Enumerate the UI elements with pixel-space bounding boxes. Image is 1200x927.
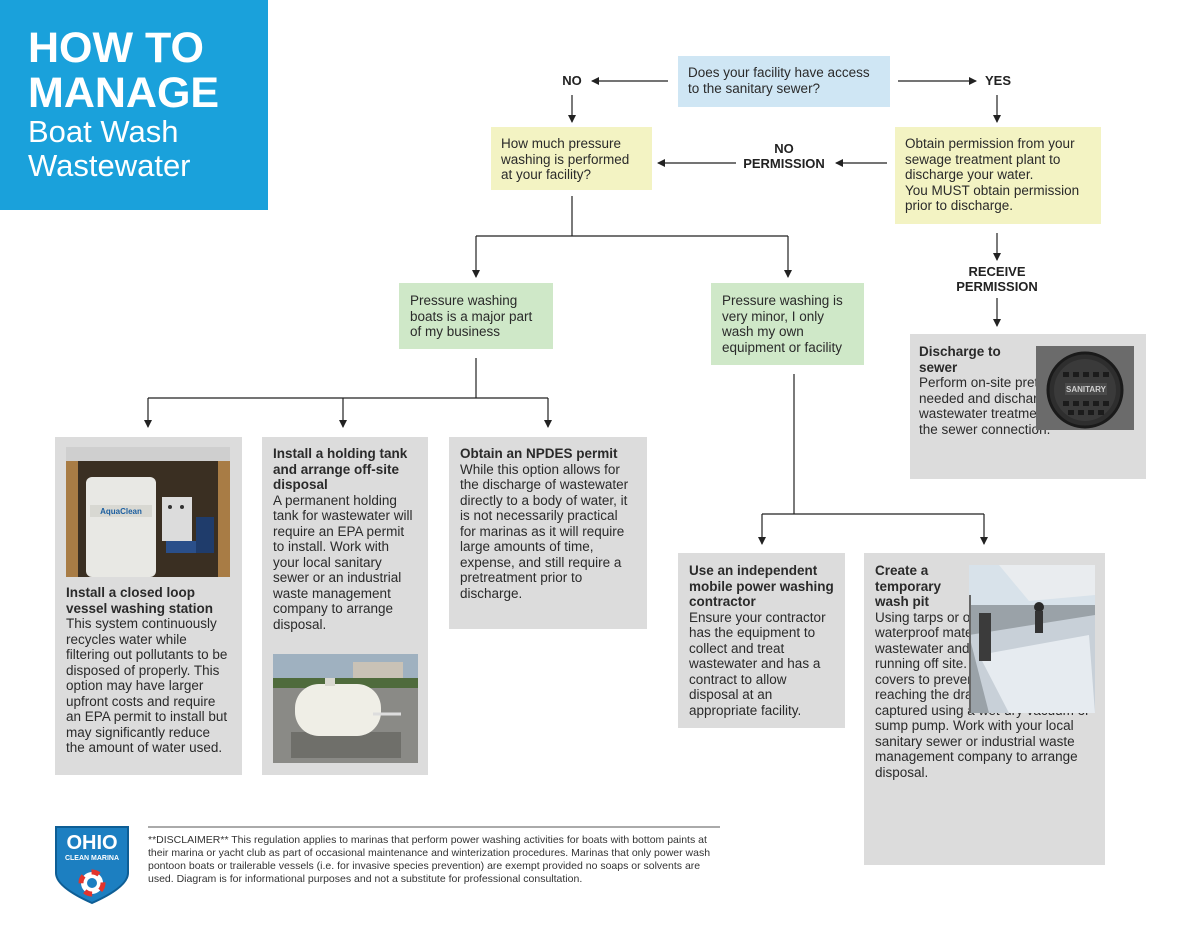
discharge-heading: Discharge to sewer xyxy=(919,344,1001,375)
npdes-body: While this option allows for the dischar… xyxy=(460,461,629,601)
question-pressure-washing-text: How much pressure washing is performed a… xyxy=(501,136,630,182)
label-receive-permission-line2: PERMISSION xyxy=(956,279,1038,294)
obtain-permission-text: Obtain permission from your sewage treat… xyxy=(905,136,1075,182)
closed-loop-photo: AquaClean xyxy=(66,447,230,577)
logo-clean-marina-text: CLEAN MARINA xyxy=(64,855,120,862)
npdes-permit-box: Obtain an NPDES permit While this option… xyxy=(449,437,647,629)
minor-washing-text: Pressure washing is very minor, I only w… xyxy=(722,293,843,355)
disclaimer-text: **DISCLAIMER** This regulation applies t… xyxy=(148,834,711,885)
title-heading: HOW TO MANAGE xyxy=(28,26,219,116)
temporary-wash-pit-box: Create a temporary wash pit Using tarps … xyxy=(864,553,1105,865)
title-line-4: Wastewater xyxy=(28,148,191,183)
question-sewer-access: Does your facility have access to the sa… xyxy=(678,56,890,107)
minor-washing-box: Pressure washing is very minor, I only w… xyxy=(711,283,864,365)
title-panel: HOW TO MANAGE Boat Wash Wastewater xyxy=(0,0,268,210)
title-line-1: HOW TO xyxy=(28,24,204,72)
manhole-cover-text: SANITARY xyxy=(1066,385,1107,394)
label-no-permission-line1: NO xyxy=(774,141,794,156)
holding-tank-box: Install a holding tank and arrange off-s… xyxy=(262,437,428,775)
title-line-2: MANAGE xyxy=(28,69,220,117)
label-yes: YES xyxy=(984,73,1011,88)
wash-pit-photo xyxy=(969,565,1095,713)
major-business-box: Pressure washing boats is a major part o… xyxy=(399,283,553,349)
holding-tank-photo xyxy=(273,654,418,763)
contractor-heading: Use an independent mobile power washing … xyxy=(689,563,834,609)
obtain-permission-box: Obtain permission from your sewage treat… xyxy=(895,127,1101,224)
mobile-contractor-box: Use an independent mobile power washing … xyxy=(678,553,845,728)
contractor-body: Ensure your contractor has the equipment… xyxy=(689,609,826,718)
holding-tank-image xyxy=(273,654,418,763)
label-no-permission: NO PERMISSION xyxy=(736,141,832,171)
closed-loop-image: AquaClean xyxy=(66,447,230,577)
discharge-to-sewer-box: Discharge to sewer SANITARY Perform on-s… xyxy=(910,334,1146,479)
label-no: NO xyxy=(562,73,582,88)
obtain-permission-required-text: You MUST obtain permission prior to disc… xyxy=(905,182,1080,214)
closed-loop-heading: Install a closed loop vessel washing sta… xyxy=(66,585,214,616)
label-receive-permission-line1: RECEIVE xyxy=(968,264,1026,279)
ohio-clean-marina-badge xyxy=(55,826,129,905)
label-receive-permission: RECEIVE PERMISSION xyxy=(940,264,1054,294)
wash-pit-heading: Create a temporary wash pit xyxy=(875,563,942,609)
holding-tank-body: A permanent holding tank for wastewater … xyxy=(273,492,413,632)
title-subheading: Boat Wash Wastewater xyxy=(28,115,191,183)
logo-ohio-text: OHIO xyxy=(66,832,118,854)
wash-pit-image xyxy=(969,565,1095,713)
label-no-permission-line2: PERMISSION xyxy=(743,156,825,171)
question-pressure-washing: How much pressure washing is performed a… xyxy=(491,127,652,190)
closed-loop-body: This system continuously recycles water … xyxy=(66,616,228,755)
aquaclean-label: AquaClean xyxy=(100,507,142,516)
manhole-cover-image: SANITARY xyxy=(1036,346,1134,430)
closed-loop-box: AquaClean Install a closed loop vessel w… xyxy=(55,437,242,775)
question-sewer-access-text: Does your facility have access to the sa… xyxy=(688,65,870,96)
major-business-text: Pressure washing boats is a major part o… xyxy=(410,293,533,339)
npdes-heading: Obtain an NPDES permit xyxy=(460,446,618,461)
holding-tank-heading: Install a holding tank and arrange off-s… xyxy=(273,446,408,492)
manhole-cover-photo: SANITARY xyxy=(1036,346,1134,430)
title-line-3: Boat Wash xyxy=(28,114,179,149)
ohio-clean-marina-logo: OHIO CLEAN MARINA xyxy=(52,823,132,905)
